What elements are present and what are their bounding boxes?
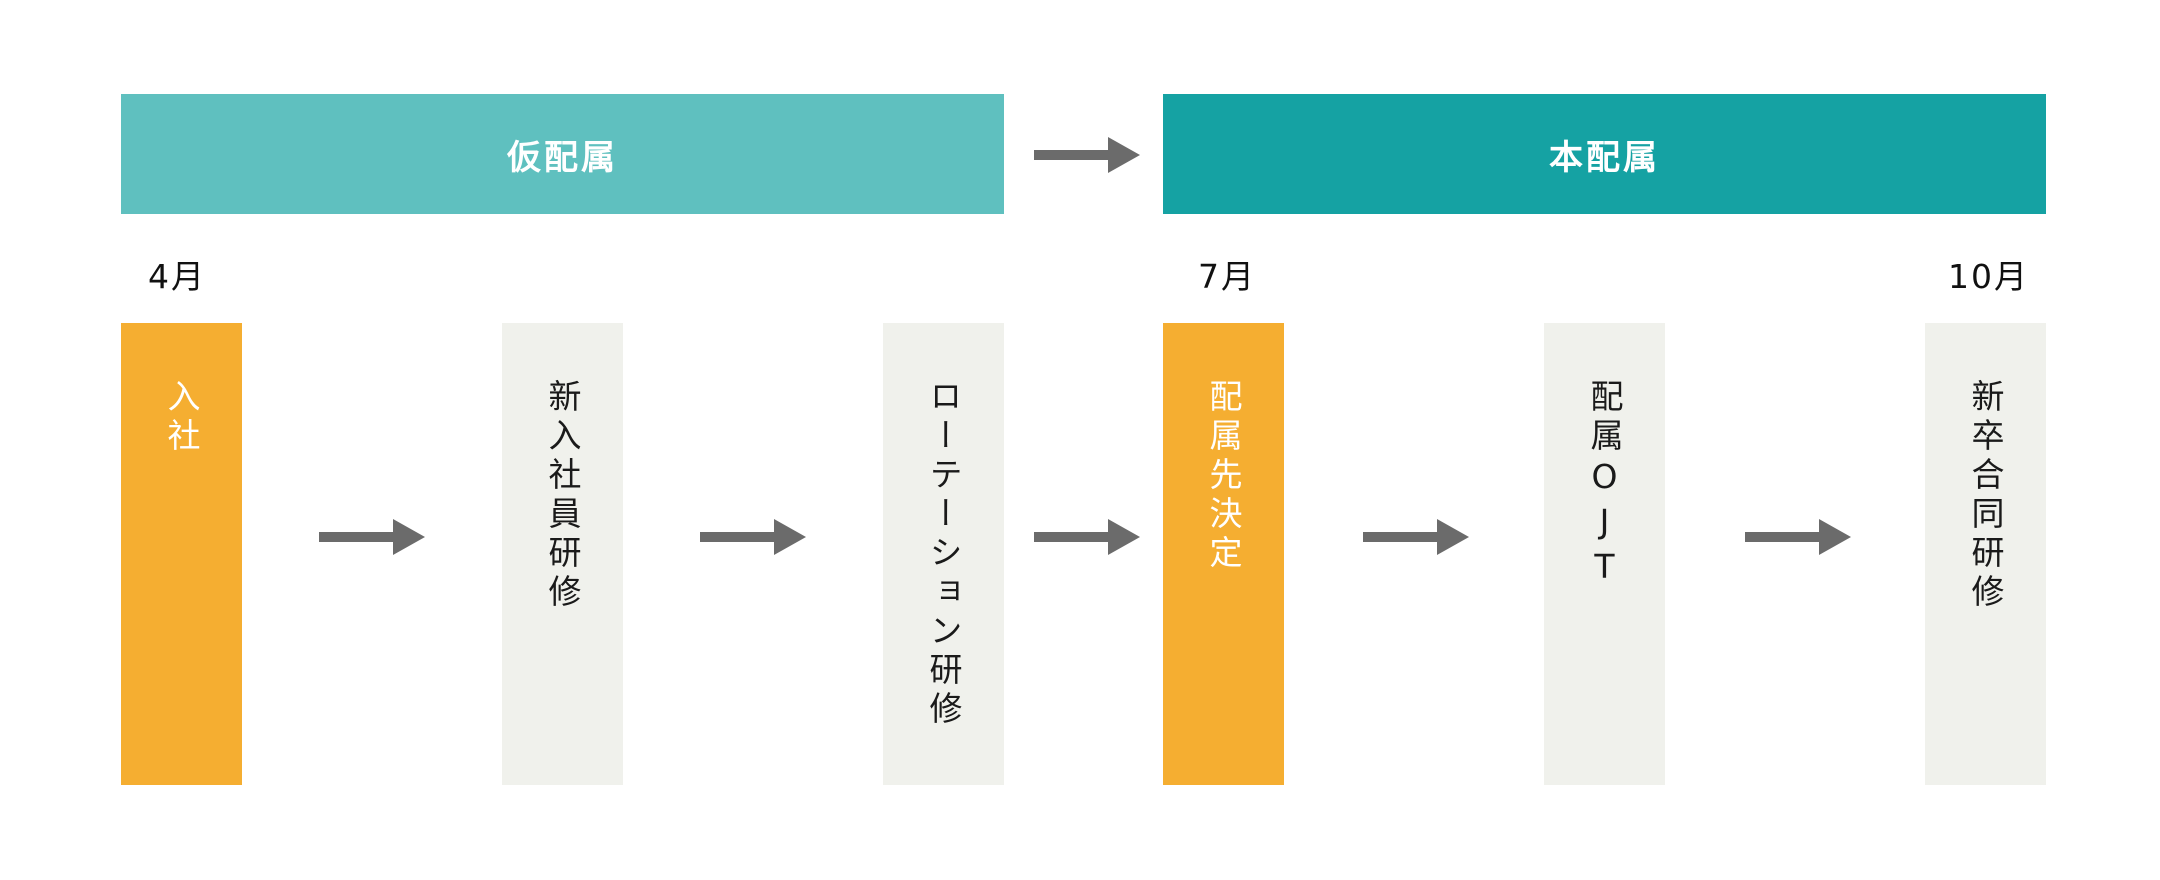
step-joining: 入社 [121,323,242,785]
step-rotation-training: ローテーション研修 [883,323,1004,785]
step-assignment-decision: 配属先決定 [1163,323,1284,785]
step-label: 配属先決定 [1204,379,1243,574]
phase-final-bar: 本配属 [1163,94,2046,214]
arrow-right-icon [1745,519,1851,555]
arrow-right-icon [1363,519,1469,555]
arrow-right-icon [1034,137,1140,173]
arrow-right-icon [1034,519,1140,555]
month-label-october: 10月 [1948,257,2029,296]
step-new-employee-training: 新入社員研修 [502,323,623,785]
step-label: 新卒合同研修 [1966,379,2005,613]
arrow-right-icon [700,519,806,555]
phase-final-label: 本配属 [1549,137,1660,178]
step-label: 入社 [162,379,201,457]
step-new-graduate-joint-training: 新卒合同研修 [1925,323,2046,785]
phase-provisional-label: 仮配属 [507,137,618,178]
step-label: 新入社員研修 [543,379,582,613]
month-label-july: 7月 [1198,257,1256,296]
step-assignment-ojt: 配属OJT [1544,323,1665,785]
step-label: ローテーション研修 [924,379,963,730]
phase-provisional-bar: 仮配属 [121,94,1004,214]
step-label: 配属OJT [1585,379,1624,592]
month-label-april: 4月 [148,257,206,296]
arrow-right-icon [319,519,425,555]
